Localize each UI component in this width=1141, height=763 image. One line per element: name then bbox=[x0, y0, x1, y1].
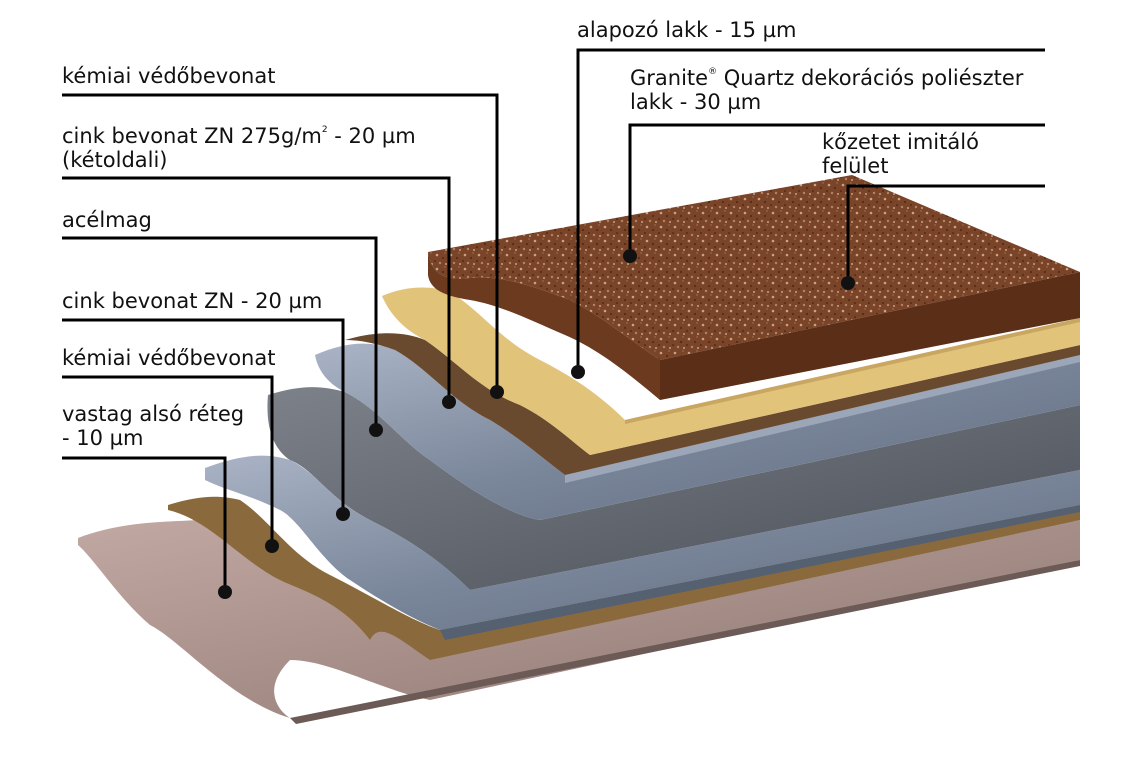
label-zinc-top-part2: - 20 µm bbox=[327, 124, 416, 148]
label-zinc-top-part1: cink bevonat ZN 275g/m bbox=[62, 124, 322, 148]
label-chem-bottom-text: kémiai védőbevonat bbox=[62, 346, 276, 370]
upper-zinc-layer bbox=[315, 343, 1080, 520]
leader-stone bbox=[846, 184, 1045, 283]
label-zinc-top-line1: cink bevonat ZN 275g/m2 - 20 µm bbox=[62, 124, 416, 148]
label-primer-text: alapozó lakk - 15 µm bbox=[577, 18, 797, 42]
leader-lines bbox=[62, 48, 1045, 599]
label-stone: kőzetet imitáló felület bbox=[822, 130, 979, 178]
label-steel-text: acélmag bbox=[62, 208, 152, 232]
upper-chemical-layer bbox=[345, 333, 1080, 475]
label-granite-rest: Quartz dekorációs poliészter bbox=[717, 66, 1024, 90]
label-primer: alapozó lakk - 15 µm bbox=[577, 18, 796, 42]
leader-granite bbox=[628, 123, 1045, 256]
lower-zinc-layer bbox=[205, 455, 1080, 640]
label-backing: vastag alsó réteg - 10 µm bbox=[62, 402, 244, 450]
dot-granite bbox=[623, 249, 637, 263]
label-granite: Granite® Quartz dekorációs poliészter la… bbox=[630, 66, 1023, 114]
label-granite-brand: Granite bbox=[630, 66, 709, 90]
dot-chem-top bbox=[490, 385, 504, 399]
label-stone-line1: kőzetet imitáló bbox=[822, 130, 979, 154]
label-granite-reg: ® bbox=[708, 67, 718, 77]
leader-zinc-top bbox=[62, 176, 451, 402]
dot-primer bbox=[571, 365, 585, 379]
primer-layer bbox=[382, 287, 1080, 455]
dot-zinc-top bbox=[442, 395, 456, 409]
steel-core-layer bbox=[267, 387, 1080, 590]
granite-top-layer bbox=[428, 175, 1080, 400]
label-zinc-bottom-text: cink bevonat ZN - 20 µm bbox=[62, 289, 323, 313]
label-steel: acélmag bbox=[62, 208, 152, 232]
label-backing-line1: vastag alsó réteg bbox=[62, 402, 245, 426]
leader-chem-bottom bbox=[62, 375, 274, 546]
dot-chem-bottom bbox=[265, 539, 279, 553]
label-zinc-top-line2: (kétoldali) bbox=[62, 148, 168, 172]
dot-zinc-bottom bbox=[336, 507, 350, 521]
leader-zinc-bottom bbox=[62, 318, 345, 514]
leader-primer bbox=[576, 48, 1045, 372]
label-granite-line1: Granite® Quartz dekorációs poliészter bbox=[630, 66, 1023, 90]
dot-stone bbox=[841, 276, 855, 290]
leader-steel bbox=[62, 236, 378, 430]
label-chem-top-text: kémiai védőbevonat bbox=[62, 64, 276, 88]
label-granite-line2: lakk - 30 µm bbox=[630, 90, 762, 114]
dot-steel bbox=[369, 423, 383, 437]
leader-chem-top bbox=[62, 93, 499, 392]
label-chem-top: kémiai védőbevonat bbox=[62, 64, 275, 88]
label-zinc-top: cink bevonat ZN 275g/m2 - 20 µm (kétolda… bbox=[62, 124, 416, 172]
label-stone-line2: felület bbox=[822, 154, 889, 178]
dot-backing bbox=[218, 585, 232, 599]
label-zinc-bottom: cink bevonat ZN - 20 µm bbox=[62, 289, 322, 313]
leader-backing bbox=[62, 456, 227, 592]
label-chem-bottom: kémiai védőbevonat bbox=[62, 346, 275, 370]
label-zinc-top-sup: 2 bbox=[321, 125, 328, 135]
label-backing-line2: - 10 µm bbox=[62, 426, 144, 450]
brown-chemical-layer bbox=[168, 496, 1080, 660]
